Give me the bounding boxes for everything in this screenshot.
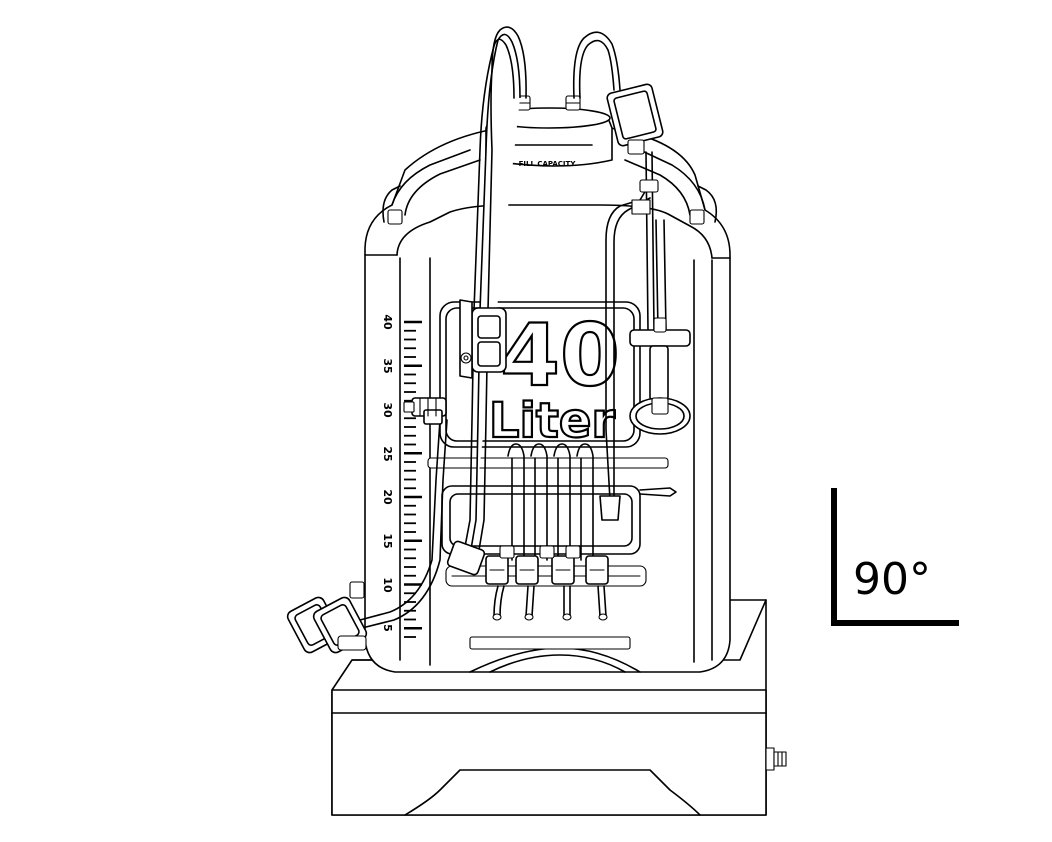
angle-horizontal-bar: [831, 620, 959, 626]
angle-vertical-bar: [831, 488, 837, 626]
tube-clamp-upper: [459, 299, 507, 379]
right-side-fitting: [599, 487, 677, 521]
side-sample-connector: [403, 397, 447, 425]
volume-number: 40: [500, 306, 620, 406]
vent-filter: [629, 317, 691, 435]
connectors: [286, 83, 691, 654]
scale-label-30: 30: [381, 402, 394, 418]
base-port-connector: [765, 747, 787, 771]
scale-label-10: 10: [381, 577, 394, 593]
scale-label-5: 5: [381, 624, 394, 632]
scale-label-15: 15: [381, 533, 394, 548]
scale-label-40: 40: [381, 314, 394, 330]
fill-capacity-label: FILL CAPACITY: [519, 160, 577, 168]
lower-left-connector-pair: [286, 581, 368, 654]
top-aseptic-connector: [606, 83, 664, 215]
angle-label: 90°: [853, 554, 931, 605]
manifold-clamps: [446, 540, 609, 585]
scale-label-20: 20: [381, 489, 394, 505]
scale-label-25: 25: [381, 446, 394, 461]
angle-indicator: 90°: [831, 488, 959, 626]
container-neck: FILL CAPACITY: [485, 95, 613, 168]
scale-label-35: 35: [381, 358, 394, 373]
volume-unit: Liter: [489, 393, 616, 449]
